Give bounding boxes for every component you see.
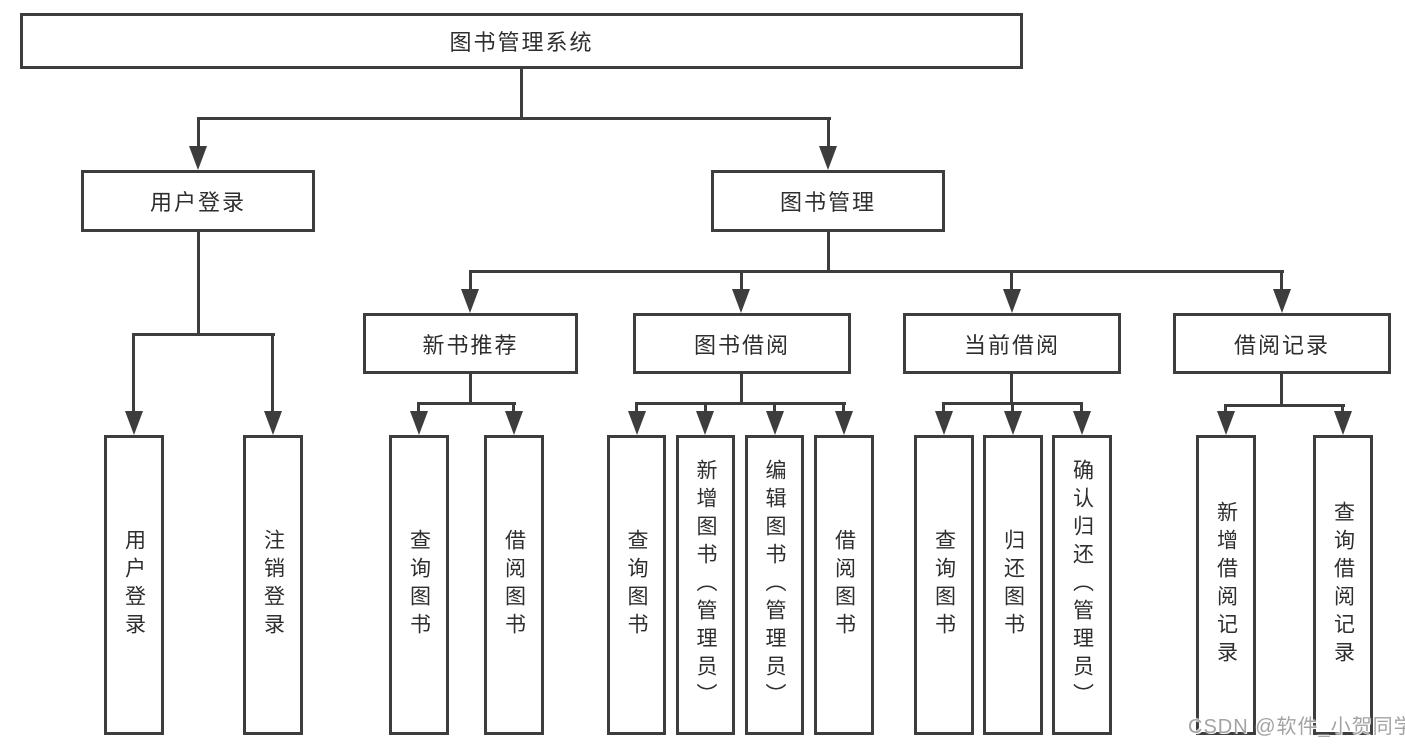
connector-line [197,117,831,120]
connector-line [520,69,523,120]
arrowhead-down-icon [766,411,784,435]
arrowhead-down-icon [1003,289,1021,313]
node-borrow-records: 借阅记录 [1173,313,1391,374]
node-user-login-label: 用户登录 [149,190,246,215]
connector-line [773,402,776,413]
node-root: 图书管理系统 [20,13,1023,69]
node-current-borrow: 当前借阅 [903,313,1121,374]
arrowhead-down-icon [1334,411,1352,435]
connector-line [1224,404,1345,407]
leaf-add-book-admin-label: 新增图书（管理员） [694,459,717,711]
leaf-add-borrow-record-label: 新增借阅记录 [1214,501,1238,669]
leaf-query-books-3: 查询图书 [914,435,974,735]
arrowhead-down-icon [1073,411,1091,435]
arrowhead-down-icon [935,411,953,435]
leaf-query-borrow-record: 查询借阅记录 [1313,435,1373,735]
connector-line [132,333,135,413]
csdn-watermark: CSDN @软件_小贺同学 [1188,716,1405,738]
node-book-borrow: 图书借阅 [633,313,851,374]
arrowhead-down-icon [505,411,523,435]
connector-line [1010,374,1013,405]
connector-line [469,270,1284,273]
connector-line [635,402,846,405]
arrowhead-down-icon [461,289,479,313]
connector-line [1010,270,1013,292]
arrowhead-down-icon [1004,411,1022,435]
arrowhead-down-icon [732,289,750,313]
leaf-add-book-admin: 新增图书（管理员） [676,435,735,735]
connector-line [1280,270,1283,292]
arrowhead-down-icon [1273,289,1291,313]
leaf-confirm-return-admin: 确认归还（管理员） [1052,435,1112,735]
node-root-label: 图书管理系统 [449,30,594,55]
arrowhead-down-icon [264,411,282,435]
connector-line [635,402,638,413]
leaf-logout-login-label: 注销登录 [261,529,285,641]
arrowhead-down-icon [628,411,646,435]
leaf-borrow-books-1-label: 借阅图书 [502,529,526,641]
connector-line [827,117,830,149]
node-current-borrow-label: 当前借阅 [963,332,1060,358]
leaf-user-login: 用户登录 [104,435,164,735]
leaf-add-borrow-record: 新增借阅记录 [1196,435,1256,735]
leaf-borrow-books-2: 借阅图书 [814,435,874,735]
leaf-query-books-3-label: 查询图书 [932,529,956,641]
connector-line [1341,404,1344,413]
leaf-query-books-1: 查询图书 [389,435,449,735]
connector-line [469,270,472,292]
connector-line [197,117,200,149]
leaf-query-books-1-label: 查询图书 [407,529,431,641]
arrowhead-down-icon [819,146,837,170]
node-book-borrow-label: 图书借阅 [693,332,790,358]
connector-line [704,402,707,413]
connector-line [1011,402,1014,413]
arrowhead-down-icon [125,411,143,435]
connector-line [271,333,274,413]
arrowhead-down-icon [696,411,714,435]
node-borrow-records-label: 借阅记录 [1233,332,1330,358]
connector-line [827,232,830,273]
connector-line [740,270,743,292]
leaf-query-borrow-record-label: 查询借阅记录 [1331,501,1355,669]
leaf-edit-book-admin-label: 编辑图书（管理员） [763,459,786,711]
node-book-management-label: 图书管理 [779,190,876,215]
connector-line [1080,402,1083,413]
connector-line [740,374,743,405]
leaf-query-books-2: 查询图书 [607,435,666,735]
connector-line [417,402,420,413]
arrowhead-down-icon [835,411,853,435]
leaf-query-books-2-label: 查询图书 [625,529,648,641]
node-new-book-recommend: 新书推荐 [363,313,578,374]
node-book-management: 图书管理 [711,170,945,232]
connector-line [132,333,275,336]
leaf-user-login-label: 用户登录 [122,529,146,641]
arrowhead-down-icon [189,146,207,170]
connector-line [1280,374,1283,406]
leaf-borrow-books-2-label: 借阅图书 [832,529,856,641]
connector-line [469,374,472,405]
node-new-book-recommend-label: 新书推荐 [422,332,519,358]
connector-line [197,232,200,335]
connector-line [842,402,845,413]
connector-line [512,402,515,413]
connector-line [1224,404,1227,413]
connector-line [942,402,945,413]
leaf-return-books-label: 归还图书 [1001,529,1025,641]
node-user-login: 用户登录 [81,170,315,232]
leaf-borrow-books-1: 借阅图书 [484,435,544,735]
connector-line [417,402,516,405]
leaf-confirm-return-admin-label: 确认归还（管理员） [1070,459,1094,711]
arrowhead-down-icon [1217,411,1235,435]
leaf-edit-book-admin: 编辑图书（管理员） [745,435,804,735]
arrowhead-down-icon [410,411,428,435]
leaf-logout-login: 注销登录 [243,435,303,735]
leaf-return-books: 归还图书 [983,435,1043,735]
